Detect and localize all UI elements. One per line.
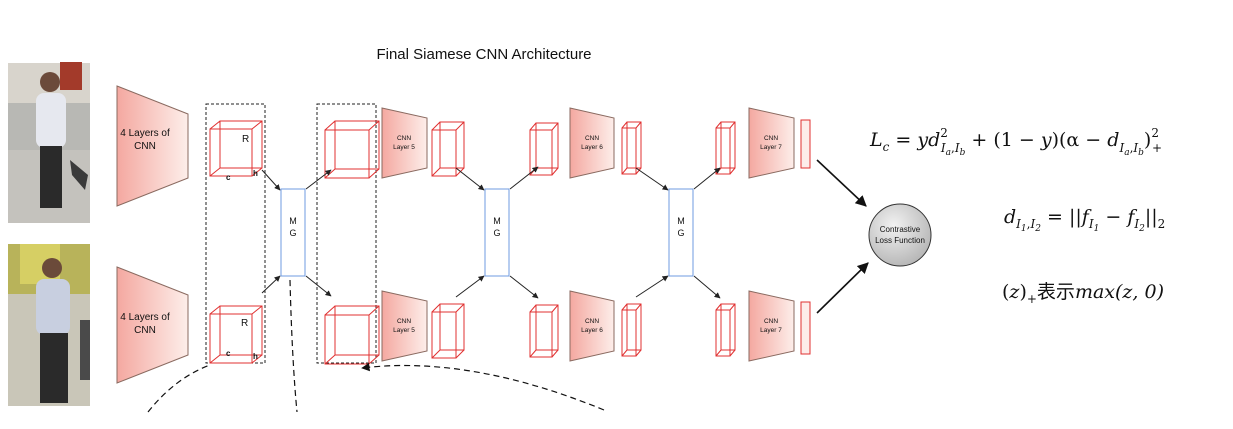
feature-vector-top: [800, 119, 811, 169]
feature-cube-1: [209, 120, 263, 177]
loss-arrows: [816, 159, 869, 314]
cnn-layer7-top: CNN Layer 7: [748, 107, 795, 179]
feature-cube-11: [715, 121, 736, 175]
cnn-block-top-label-2: CNN: [134, 141, 156, 152]
mg-box-2: M G: [484, 188, 510, 277]
cnn-block-bottom-label-1: 4 Layers of: [120, 312, 170, 323]
cnn-layer6-bottom-label-2: Layer 6: [581, 327, 603, 334]
cube-label-r-top: R: [242, 134, 249, 145]
cube-label-c-bottom: c: [226, 349, 231, 358]
person-photo-bottom: [8, 244, 90, 406]
feature-cube-3: [324, 120, 380, 179]
mg-box-2-label-m: M: [493, 216, 501, 226]
formula-max: (z)+表示max(z, 0): [1002, 281, 1164, 306]
cnn-layer7-bottom-label-1: CNN: [764, 318, 778, 325]
dashed-frame-right: [316, 103, 377, 364]
cube-label-h-bottom: h: [253, 352, 258, 361]
feature-vector-bottom: [800, 301, 811, 355]
cnn-layer5-top-label-2: Layer 5: [393, 144, 415, 151]
dashed-frame-left: [205, 103, 266, 364]
person-photo-top: [8, 62, 90, 223]
cnn-block-top: 4 Layers of CNN: [116, 85, 189, 207]
flow-arrows: [261, 166, 721, 299]
cnn-layer7-top-label-2: Layer 7: [760, 144, 782, 151]
cnn-block-top-label-1: 4 Layers of: [120, 128, 170, 139]
cnn-layer5-top-label-1: CNN: [397, 135, 411, 142]
feature-cube-5: [431, 121, 465, 177]
mg-box-3-label-g: G: [677, 228, 684, 238]
feature-cube-7: [529, 122, 559, 176]
cnn-layer6-top-label-1: CNN: [585, 135, 599, 142]
cnn-layer6-bottom-label-1: CNN: [585, 318, 599, 325]
mg-box-1-label-m: M: [289, 216, 297, 226]
feature-cube-6: [431, 303, 465, 359]
mg-box-1: M G: [280, 188, 306, 277]
cnn-layer6-top: CNN Layer 6: [569, 107, 615, 179]
cnn-layer5-bottom: CNN Layer 5: [381, 290, 428, 362]
cnn-block-bottom-label-2: CNN: [134, 325, 156, 336]
cnn-layer5-top: CNN Layer 5: [381, 107, 428, 179]
cnn-block-bottom: 4 Layers of CNN: [116, 266, 189, 384]
loss-label-2: Loss Function: [875, 236, 925, 245]
mg-box-3: M G: [668, 188, 694, 277]
mg-box-3-label-m: M: [677, 216, 685, 226]
diagram-title: Final Siamese CNN Architecture: [376, 46, 591, 63]
formula-distance: dI1,I2 = ||fI1 − fI2||2: [1004, 206, 1165, 234]
cube-label-r-bottom: R: [241, 318, 248, 329]
feature-cube-10: [621, 303, 642, 357]
mg-box-1-label-g: G: [289, 228, 296, 238]
feature-cube-4: [324, 305, 380, 365]
loss-label-1: Contrastive: [880, 225, 921, 234]
feature-cube-12: [715, 303, 736, 357]
cnn-layer5-bottom-label-2: Layer 5: [393, 327, 415, 334]
cube-label-c-top: c: [226, 173, 231, 182]
mg-box-2-label-g: G: [493, 228, 500, 238]
cnn-layer6-top-label-2: Layer 6: [581, 144, 603, 151]
contrastive-loss-node: Contrastive Loss Function: [868, 203, 932, 267]
cnn-layer5-bottom-label-1: CNN: [397, 318, 411, 325]
feature-cube-9: [621, 121, 642, 175]
feature-cube-2: [209, 305, 263, 364]
dashed-curves: [147, 279, 605, 413]
feature-cubes: [209, 120, 736, 365]
cnn-layer7-top-label-1: CNN: [764, 135, 778, 142]
cnn-layer6-bottom: CNN Layer 6: [569, 290, 615, 362]
feature-cube-8: [529, 304, 559, 358]
cnn-layer7-bottom: CNN Layer 7: [748, 290, 795, 362]
cnn-layer7-bottom-label-2: Layer 7: [760, 327, 782, 334]
cube-label-h-top: h: [253, 169, 258, 178]
